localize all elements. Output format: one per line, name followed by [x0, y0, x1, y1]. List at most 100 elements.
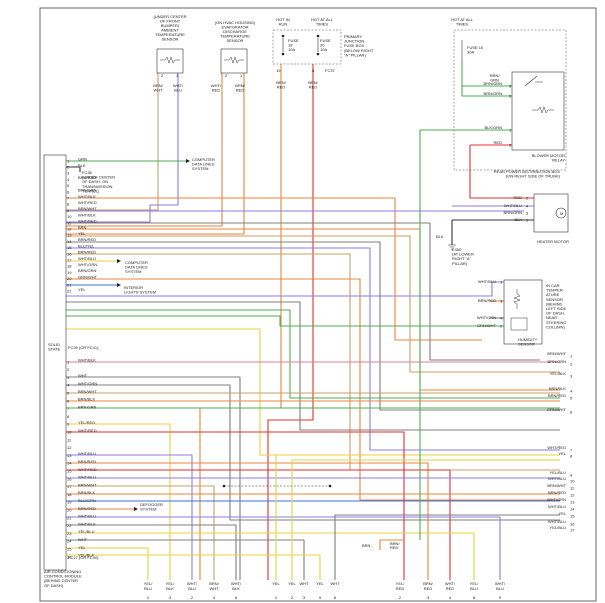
module-wire-label: BRN/RED: [78, 175, 96, 180]
label-text: ATURE: [546, 292, 560, 297]
label-text: PILLAR): [452, 261, 468, 266]
incar-wire-label: BRN/RED: [478, 298, 496, 303]
wire-wht-red-11: [66, 247, 560, 451]
module-wire-label: YEL: [78, 231, 86, 236]
label-text: STEERING: [546, 320, 566, 325]
wire-yel-b2: [291, 459, 560, 580]
wire-wht-b6: [334, 514, 560, 580]
pin-label: 8: [312, 68, 315, 73]
motor-icon: [555, 207, 567, 219]
ac-control-module-box: [43, 154, 67, 571]
module-pin-number: 18: [67, 492, 72, 497]
module-pin-number: 11: [67, 437, 72, 442]
motor-wire-label: WHT/BLU: [504, 203, 522, 208]
module-wire-label: YEL/BLU: [78, 529, 95, 534]
wire-yel-red-m9: [66, 423, 171, 580]
label-text: DEFOGGER: [140, 502, 163, 507]
label-text: 10A: [288, 47, 295, 52]
relay-wire-label: BRN/GRN: [484, 91, 503, 96]
bottom-wire-label: BLU: [188, 586, 196, 591]
component-layer: [43, 29, 569, 571]
bottom-pin-number: 3: [427, 595, 430, 600]
module-pin-number: 20: [67, 508, 72, 513]
label-text: TEMPERATURE: [155, 32, 185, 37]
fuse-terminal: [281, 34, 285, 38]
right-wire-label: YEL/BLK: [550, 371, 567, 376]
bottom-pin-number: 6: [235, 595, 238, 600]
label-text: BRN/: [490, 73, 500, 78]
bottom-wire-label: YEL/: [470, 581, 480, 586]
right-pin-number: 5: [570, 396, 573, 401]
wire-brn-grn-5: [461, 86, 512, 97]
fuse-terminal: [316, 52, 320, 56]
label-text: DATA LINES: [125, 265, 148, 270]
module-pin-number: 11: [67, 220, 72, 225]
wire-yel-blk-m26: [66, 554, 321, 580]
label-text: HOT AT ALL: [451, 17, 474, 22]
label-text: (UNDER CENTER: [82, 175, 115, 180]
right-pin-number: 14: [570, 507, 575, 512]
wire-brn-red-bottom: [379, 539, 404, 550]
right-wire-label: WHT/BLU: [548, 504, 566, 509]
label-text: AMBIENT: [161, 28, 179, 33]
splice-dot: [328, 484, 332, 488]
label-text: SENSOR: [162, 37, 179, 42]
label-text: OF DASH): [44, 583, 64, 588]
label-text: TEMPER-: [546, 288, 565, 293]
module-pin-number: 15: [67, 469, 72, 474]
label-text: BRN/: [276, 80, 286, 85]
right-wire-label: GRN/WHT: [547, 407, 567, 412]
module-wire-label: BRN: [78, 225, 87, 230]
module-pin-number: 7: [67, 196, 70, 201]
label-text: RED: [212, 88, 221, 93]
relay-pin-number: 3: [509, 83, 512, 88]
pin-label: 2: [161, 73, 164, 78]
bottom-wire-label: YEL/: [396, 581, 406, 586]
label-text: WHT/: [173, 83, 184, 88]
wire-brn-wht-m17: [66, 485, 215, 580]
arrow-icon: [117, 259, 121, 263]
module-pin-number: 2: [67, 165, 70, 170]
wire-brn-grn-19: [66, 309, 560, 399]
module-pin-number: 9: [67, 422, 70, 427]
right-pin-number: 6: [570, 410, 573, 415]
module-pin-number: 19: [67, 270, 72, 275]
label-text: HOT AT ALL: [311, 17, 334, 22]
relay-switch-icon: [524, 75, 543, 87]
right-wire-label: BRN/RED: [548, 393, 566, 398]
module-wire-label: BRN/GRN: [78, 404, 97, 409]
ambient-sensor-box: [156, 48, 184, 74]
right-pin-number: 1: [570, 354, 573, 359]
right-wire-label: WHT/RED: [547, 445, 566, 450]
label-text: GRN: [490, 78, 499, 83]
wire-wht-blu-m13: [66, 454, 193, 580]
label-text: (UNDER CENTER: [153, 14, 186, 19]
label-text: 30A: [467, 50, 474, 55]
relay-wire-label: BLK/GRN: [484, 125, 502, 130]
module-wire-label: WHT/GRN: [78, 381, 97, 386]
bottom-wire-label: YEL: [288, 581, 296, 586]
incar-pin-number: 2: [500, 323, 503, 328]
wire-wht-blk-7: [66, 222, 540, 361]
module-pin-number: 21: [67, 515, 72, 520]
label-text: BLK: [436, 234, 444, 239]
bottom-wire-label: BLU: [496, 586, 504, 591]
module-wire-label: GRN/WHT: [78, 274, 98, 279]
bottom-wire-label: WHT: [209, 586, 219, 591]
label-text: SYSTEM: [140, 507, 156, 512]
module-wire-label: WHT: [78, 537, 88, 542]
module-wire-label: BLK: [78, 163, 86, 168]
incar-wire-label: GRN/WHT: [477, 323, 497, 328]
bottom-pin-number: 2: [291, 595, 294, 600]
module-wire-label: BRN/RED: [78, 250, 96, 255]
bottom-wire-label: RED: [424, 586, 433, 591]
bottom-wire-label: WHT: [330, 581, 340, 586]
bottom-wire-label: BLU: [144, 586, 152, 591]
fuse-terminal: [281, 52, 285, 56]
module-wire-label: WHT/GRN: [78, 262, 97, 267]
relay-wire-label: BRN/GRN: [484, 81, 503, 86]
right-pin-number: 11: [570, 486, 575, 491]
module-wire-label: BRN/WHT: [78, 482, 97, 487]
right-wire-label: BRN/WHT: [547, 351, 566, 356]
wire-wht-blu-m21: [66, 516, 501, 580]
